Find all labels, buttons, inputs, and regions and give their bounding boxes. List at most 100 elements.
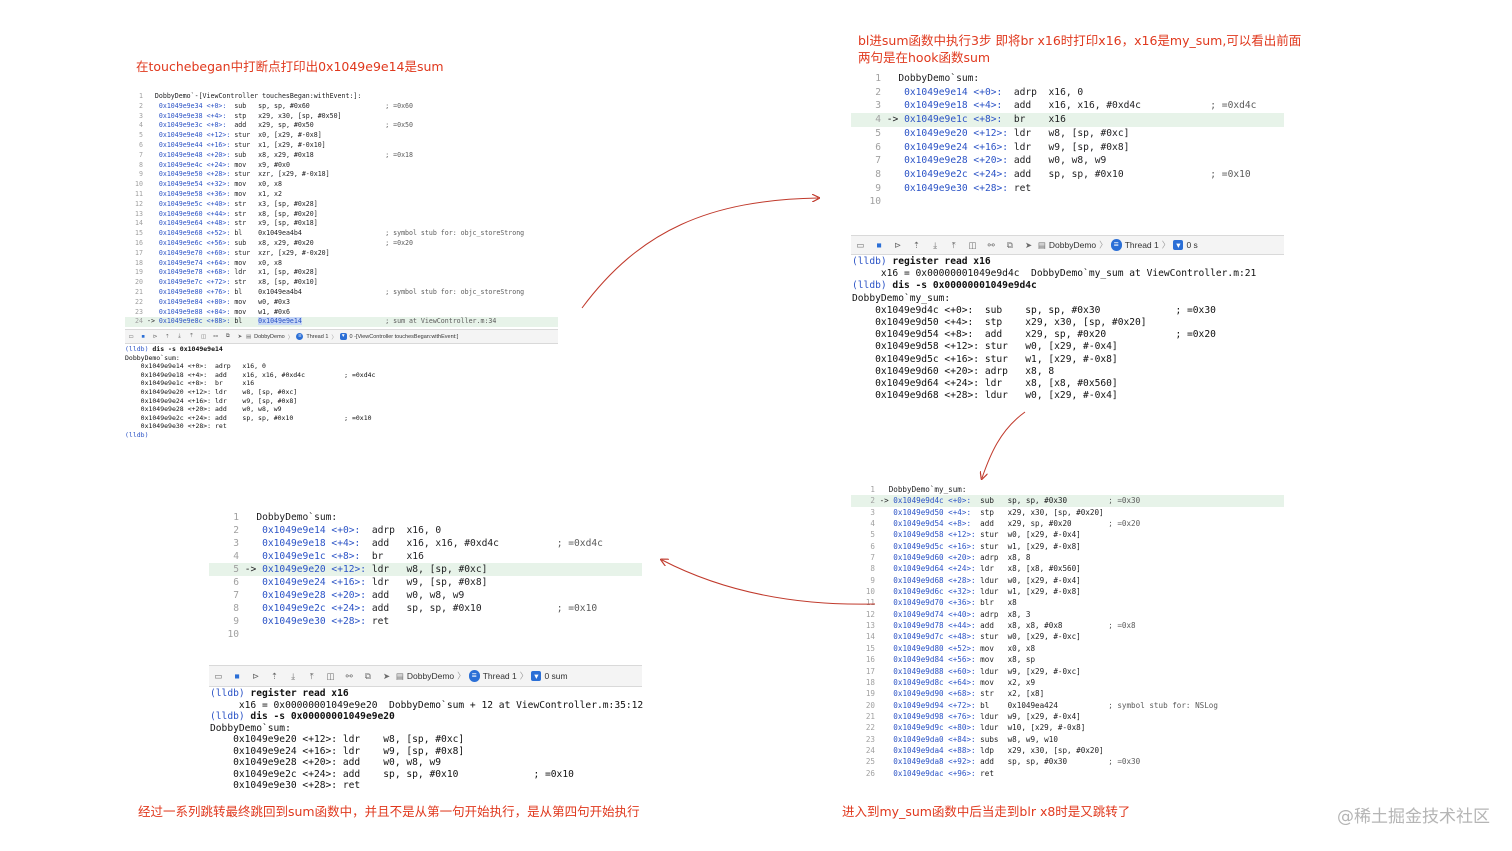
- code-row[interactable]: 22 0x1049e9e84 <+80>: mov w0, #0x3: [125, 298, 558, 308]
- step-out-icon[interactable]: ⤒: [190, 333, 193, 339]
- code-row[interactable]: 24 -> 0x1049e9e8c <+88>: bl 0x1049e9e14 …: [125, 317, 558, 328]
- code-row[interactable]: 10: [209, 628, 642, 641]
- console-toggle-icon[interactable]: ▭: [128, 333, 134, 340]
- code-row[interactable]: 3 0x1049e9e18 <+4>: add x16, x16, #0xd4c…: [209, 537, 642, 550]
- code-row[interactable]: 18 0x1049e9d8c <+64>: mov x2, x9: [851, 677, 1284, 688]
- code-row[interactable]: 10 0x1049e9d6c <+32>: ldur w1, [x29, #-0…: [851, 586, 1284, 597]
- code-row[interactable]: 2 -> 0x1049e9d4c <+0>: sub sp, sp, #0x30…: [851, 495, 1284, 507]
- location-icon[interactable]: ➤: [1024, 239, 1033, 250]
- code-row[interactable]: 2 0x1049e9e14 <+0>: adrp x16, 0: [851, 86, 1284, 100]
- breakpoints-icon[interactable]: ■: [876, 240, 882, 250]
- environment-icon[interactable]: ⧉: [225, 333, 230, 339]
- continue-icon[interactable]: ⊳: [894, 239, 902, 250]
- code-row[interactable]: 2 0x1049e9e14 <+0>: adrp x16, 0: [209, 524, 642, 537]
- code-row[interactable]: 9 0x1049e9d68 <+28>: ldur w0, [x29, #-0x…: [851, 575, 1284, 586]
- code-row[interactable]: 15 0x1049e9e68 <+52>: bl 0x1049ea4b4 ; s…: [125, 229, 558, 239]
- code-row[interactable]: 24 0x1049e9da4 <+88>: ldp x29, x30, [sp,…: [851, 745, 1284, 756]
- code-row[interactable]: 3 0x1049e9e18 <+4>: add x16, x16, #0xd4c…: [851, 99, 1284, 113]
- code-row[interactable]: 15 0x1049e9d80 <+52>: mov x0, x8: [851, 643, 1284, 654]
- step-into-icon[interactable]: ⤓: [178, 333, 181, 339]
- thread-breadcrumb[interactable]: ▤DobbyDemo〉≡Thread 1〉▾0 -[ViewController…: [246, 332, 458, 341]
- code-row[interactable]: 7 0x1049e9d60 <+20>: adrp x8, 8: [851, 552, 1284, 563]
- view-debugger-icon[interactable]: ◫: [326, 670, 335, 681]
- code-row[interactable]: 21 0x1049e9d98 <+76>: ldur w9, [x29, #-0…: [851, 711, 1284, 722]
- console-toggle-icon[interactable]: ▭: [214, 670, 223, 681]
- code-row[interactable]: 7 0x1049e9e28 <+20>: add w0, w8, w9: [209, 589, 642, 602]
- memory-graph-icon[interactable]: ⚯: [987, 239, 995, 250]
- code-row[interactable]: 6 0x1049e9e24 <+16>: ldr w9, [sp, #0x8]: [851, 141, 1284, 155]
- code-row[interactable]: 6 0x1049e9e24 <+16>: ldr w9, [sp, #0x8]: [209, 576, 642, 589]
- code-row[interactable]: 12 0x1049e9e5c <+40>: str x3, [sp, #0x28…: [125, 200, 558, 210]
- code-row[interactable]: 6 0x1049e9e44 <+16>: stur x1, [x29, #-0x…: [125, 141, 558, 151]
- code-row[interactable]: 2 0x1049e9e34 <+0>: sub sp, sp, #0x60 ; …: [125, 102, 558, 112]
- code-row[interactable]: 10 0x1049e9e54 <+32>: mov x0, x8: [125, 180, 558, 190]
- console-toggle-icon[interactable]: ▭: [856, 239, 865, 250]
- step-over-icon[interactable]: ⇡: [270, 670, 278, 681]
- code-row[interactable]: 11 0x1049e9d70 <+36>: blr x8: [851, 597, 1284, 608]
- code-row[interactable]: 6 0x1049e9d5c <+16>: stur w1, [x29, #-0x…: [851, 541, 1284, 552]
- code-row[interactable]: 4 0x1049e9e3c <+8>: add x29, sp, #0x50 ;…: [125, 121, 558, 131]
- code-row[interactable]: 4 -> 0x1049e9e1c <+8>: br x16: [851, 113, 1284, 127]
- code-row[interactable]: 9 0x1049e9e30 <+28>: ret: [209, 615, 642, 628]
- code-row[interactable]: 16 0x1049e9e6c <+56>: sub x8, x29, #0x20…: [125, 239, 558, 249]
- code-row[interactable]: 8 0x1049e9e2c <+24>: add sp, sp, #0x10 ;…: [209, 602, 642, 615]
- memory-graph-icon[interactable]: ⚯: [213, 333, 218, 340]
- code-row[interactable]: 17 0x1049e9e70 <+60>: stur xzr, [x29, #-…: [125, 249, 558, 259]
- code-row[interactable]: 5 0x1049e9d58 <+12>: stur w0, [x29, #-0x…: [851, 529, 1284, 540]
- breakpoints-icon[interactable]: ■: [141, 333, 145, 340]
- code-row[interactable]: 20 0x1049e9d94 <+72>: bl 0x1049ea424 ; s…: [851, 700, 1284, 711]
- code-row[interactable]: 16 0x1049e9d84 <+56>: mov x8, sp: [851, 654, 1284, 665]
- step-out-icon[interactable]: ⤒: [951, 239, 956, 250]
- code-row[interactable]: 22 0x1049e9d9c <+80>: ldur w10, [x29, #-…: [851, 722, 1284, 733]
- thread-breadcrumb[interactable]: ▤DobbyDemo〉≡Thread 1〉▾0 sum: [396, 670, 568, 682]
- code-row[interactable]: 9 0x1049e9e30 <+28>: ret: [851, 182, 1284, 196]
- code-row[interactable]: 3 0x1049e9e38 <+4>: stp x29, x30, [sp, #…: [125, 112, 558, 122]
- continue-icon[interactable]: ⊳: [152, 333, 158, 340]
- code-row[interactable]: 21 0x1049e9e80 <+76>: bl 0x1049ea4b4 ; s…: [125, 288, 558, 298]
- memory-graph-icon[interactable]: ⚯: [345, 670, 353, 681]
- code-row[interactable]: 5 -> 0x1049e9e20 <+12>: ldr w8, [sp, #0x…: [209, 563, 642, 576]
- code-row[interactable]: 19 0x1049e9e78 <+68>: ldr x1, [sp, #0x28…: [125, 268, 558, 278]
- environment-icon[interactable]: ⧉: [364, 670, 371, 681]
- step-into-icon[interactable]: ⤓: [933, 239, 937, 250]
- code-row[interactable]: 8 0x1049e9e2c <+24>: add sp, sp, #0x10 ;…: [851, 168, 1284, 182]
- code-row[interactable]: 23 0x1049e9da0 <+84>: subs w8, w9, w10: [851, 734, 1284, 745]
- breakpoints-icon[interactable]: ■: [234, 671, 240, 681]
- code-row[interactable]: 23 0x1049e9e88 <+84>: mov w1, #0x6: [125, 308, 558, 318]
- location-icon[interactable]: ➤: [382, 670, 391, 681]
- location-icon[interactable]: ➤: [237, 333, 243, 340]
- code-row[interactable]: 17 0x1049e9d88 <+60>: ldur w9, [x29, #-0…: [851, 666, 1284, 677]
- code-row[interactable]: 9 0x1049e9e50 <+28>: stur xzr, [x29, #-0…: [125, 170, 558, 180]
- view-debugger-icon[interactable]: ◫: [968, 239, 977, 250]
- code-row[interactable]: 12 0x1049e9d74 <+40>: adrp x8, 3: [851, 609, 1284, 620]
- code-row[interactable]: 5 0x1049e9e20 <+12>: ldr w8, [sp, #0xc]: [851, 127, 1284, 141]
- code-row[interactable]: 11 0x1049e9e58 <+36>: mov x1, x2: [125, 190, 558, 200]
- code-row[interactable]: 20 0x1049e9e7c <+72>: str x8, [sp, #0x10…: [125, 278, 558, 288]
- code-row[interactable]: 19 0x1049e9d90 <+68>: str x2, [x8]: [851, 688, 1284, 699]
- code-row[interactable]: 5 0x1049e9e40 <+12>: stur x0, [x29, #-0x…: [125, 131, 558, 141]
- environment-icon[interactable]: ⧉: [1006, 239, 1013, 250]
- thread-breadcrumb[interactable]: ▤DobbyDemo〉≡Thread 1〉▾0 s: [1038, 239, 1198, 251]
- code-row[interactable]: 10: [851, 195, 1284, 209]
- code-row[interactable]: 13 0x1049e9e60 <+44>: str x8, [sp, #0x20…: [125, 210, 558, 220]
- code-row[interactable]: 8 0x1049e9d64 <+24>: ldr x8, [x8, #0x560…: [851, 563, 1284, 574]
- code-row[interactable]: 13 0x1049e9d78 <+44>: add x8, x8, #0x8 ;…: [851, 620, 1284, 631]
- step-over-icon[interactable]: ⇡: [912, 239, 920, 250]
- code-row[interactable]: 4 0x1049e9e1c <+8>: br x16: [209, 550, 642, 563]
- view-debugger-icon[interactable]: ◫: [201, 333, 207, 340]
- line-number: 8: [875, 168, 881, 180]
- code-row[interactable]: 7 0x1049e9e28 <+20>: add w0, w8, w9: [851, 154, 1284, 168]
- code-row[interactable]: 26 0x1049e9dac <+96>: ret: [851, 768, 1284, 779]
- code-row[interactable]: 18 0x1049e9e74 <+64>: mov x0, x8: [125, 259, 558, 269]
- code-row[interactable]: 14 0x1049e9d7c <+48>: stur w0, [x29, #-0…: [851, 631, 1284, 642]
- code-row[interactable]: 25 0x1049e9da8 <+92>: add sp, sp, #0x30 …: [851, 756, 1284, 767]
- step-out-icon[interactable]: ⤒: [309, 670, 314, 681]
- code-row[interactable]: 3 0x1049e9d50 <+4>: stp x29, x30, [sp, #…: [851, 507, 1284, 518]
- step-into-icon[interactable]: ⤓: [291, 670, 295, 681]
- continue-icon[interactable]: ⊳: [252, 670, 260, 681]
- step-over-icon[interactable]: ⇡: [165, 333, 170, 340]
- code-row[interactable]: 4 0x1049e9d54 <+8>: add x29, sp, #0x20 ;…: [851, 518, 1284, 529]
- code-row[interactable]: 7 0x1049e9e48 <+20>: sub x8, x29, #0x18 …: [125, 151, 558, 161]
- code-row[interactable]: 8 0x1049e9e4c <+24>: mov x9, #0x0: [125, 161, 558, 171]
- code-row[interactable]: 14 0x1049e9e64 <+48>: str x9, [sp, #0x18…: [125, 219, 558, 229]
